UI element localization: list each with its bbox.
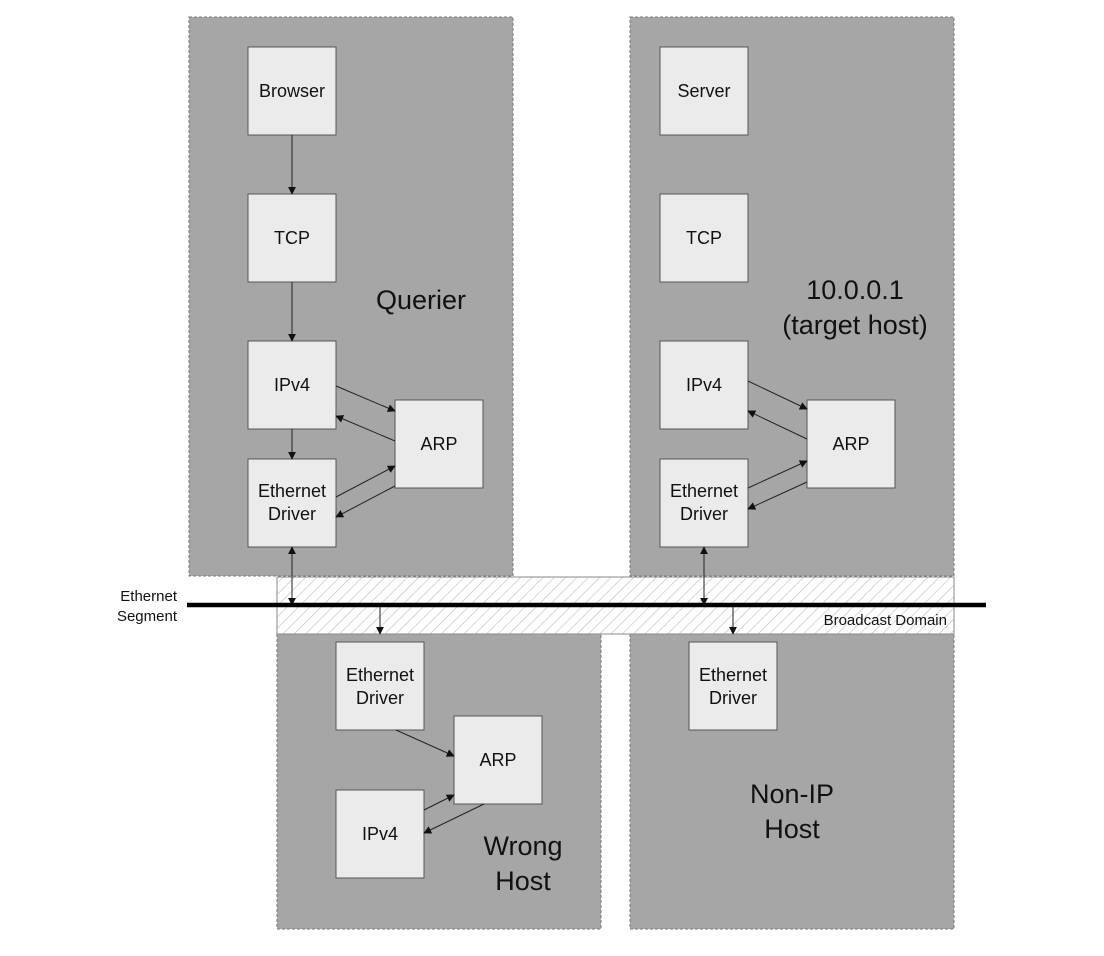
nonip-ethernet-driver-label-line2: Driver [709,688,757,708]
target-server-label: Server [677,81,730,101]
querier-tcp-label: TCP [274,228,310,248]
wrong-ipv4-label: IPv4 [362,824,398,844]
querier-arp-to-ethernet-arrow [335,485,396,518]
wrong-host-label-line1: Wrong [483,831,562,861]
target-arp-to-ethernet-arrow [747,481,808,510]
target-ethernet-driver-label-line2: Driver [680,504,728,524]
ethernet-segment-label-line2: Segment [117,608,178,625]
target-ethernet-to-arp-arrow [747,460,808,489]
target-server-box [659,46,749,136]
querier-ethernet-driver-label-line1: Ethernet [258,481,326,501]
wrong-ethernet-to-arp-arrow [395,729,455,757]
wrong-ipv4-to-arp-arrow [423,794,455,811]
wrong-ethernet-driver-box [335,641,425,731]
nonip-ethernet-driver-box [688,641,778,731]
wrong-ethernet-driver-label-line1: Ethernet [346,665,414,685]
wrong-arp-box [453,715,543,805]
nonip-host-label-line2: Host [764,814,820,844]
target-ipv4-box [659,340,749,430]
target-arp-to-ipv4-arrow [747,410,808,440]
querier-arp-to-ipv4-arrow [335,415,396,442]
querier-ethernet-to-arp-arrow [335,465,396,498]
wrong-host-label-line2: Host [495,866,551,896]
querier-browser-label: Browser [259,81,325,101]
target-arp-box [806,399,896,489]
querier-ipv4-to-arp-arrow [335,385,396,412]
target-ethernet-driver-label-line1: Ethernet [670,481,738,501]
querier-ethernet-driver-label-line2: Driver [268,504,316,524]
target-tcp-label: TCP [686,228,722,248]
ethernet-segment-label-line1: Ethernet [120,588,178,605]
target-tcp-box [659,193,749,283]
querier-ethernet-driver-box [247,458,337,548]
target-ethernet-driver-box [659,458,749,548]
target-ipv4-label: IPv4 [686,375,722,395]
wrong-ethernet-driver-label-line2: Driver [356,688,404,708]
wrong-ipv4-box [335,789,425,879]
nonip-host-panel [629,633,955,930]
querier-ipv4-label: IPv4 [274,375,310,395]
target-label-line1: 10.0.0.1 [806,275,904,305]
querier-tcp-box [247,193,337,283]
querier-ipv4-box [247,340,337,430]
target-ipv4-to-arp-arrow [747,380,808,410]
wrong-arp-label: ARP [479,750,516,770]
wrong-host-panel [276,633,602,930]
nonip-ethernet-driver-label-line1: Ethernet [699,665,767,685]
querier-browser-box [247,46,337,136]
target-label-line2: (target host) [782,310,928,340]
querier-label: Querier [376,285,466,315]
wrong-arp-to-ipv4-arrow [423,803,485,834]
broadcast-domain-label: Broadcast Domain [824,612,947,629]
target-arp-label: ARP [832,434,869,454]
querier-arp-box [394,399,484,489]
nonip-host-label-line1: Non-IP [750,779,834,809]
querier-arp-label: ARP [420,434,457,454]
